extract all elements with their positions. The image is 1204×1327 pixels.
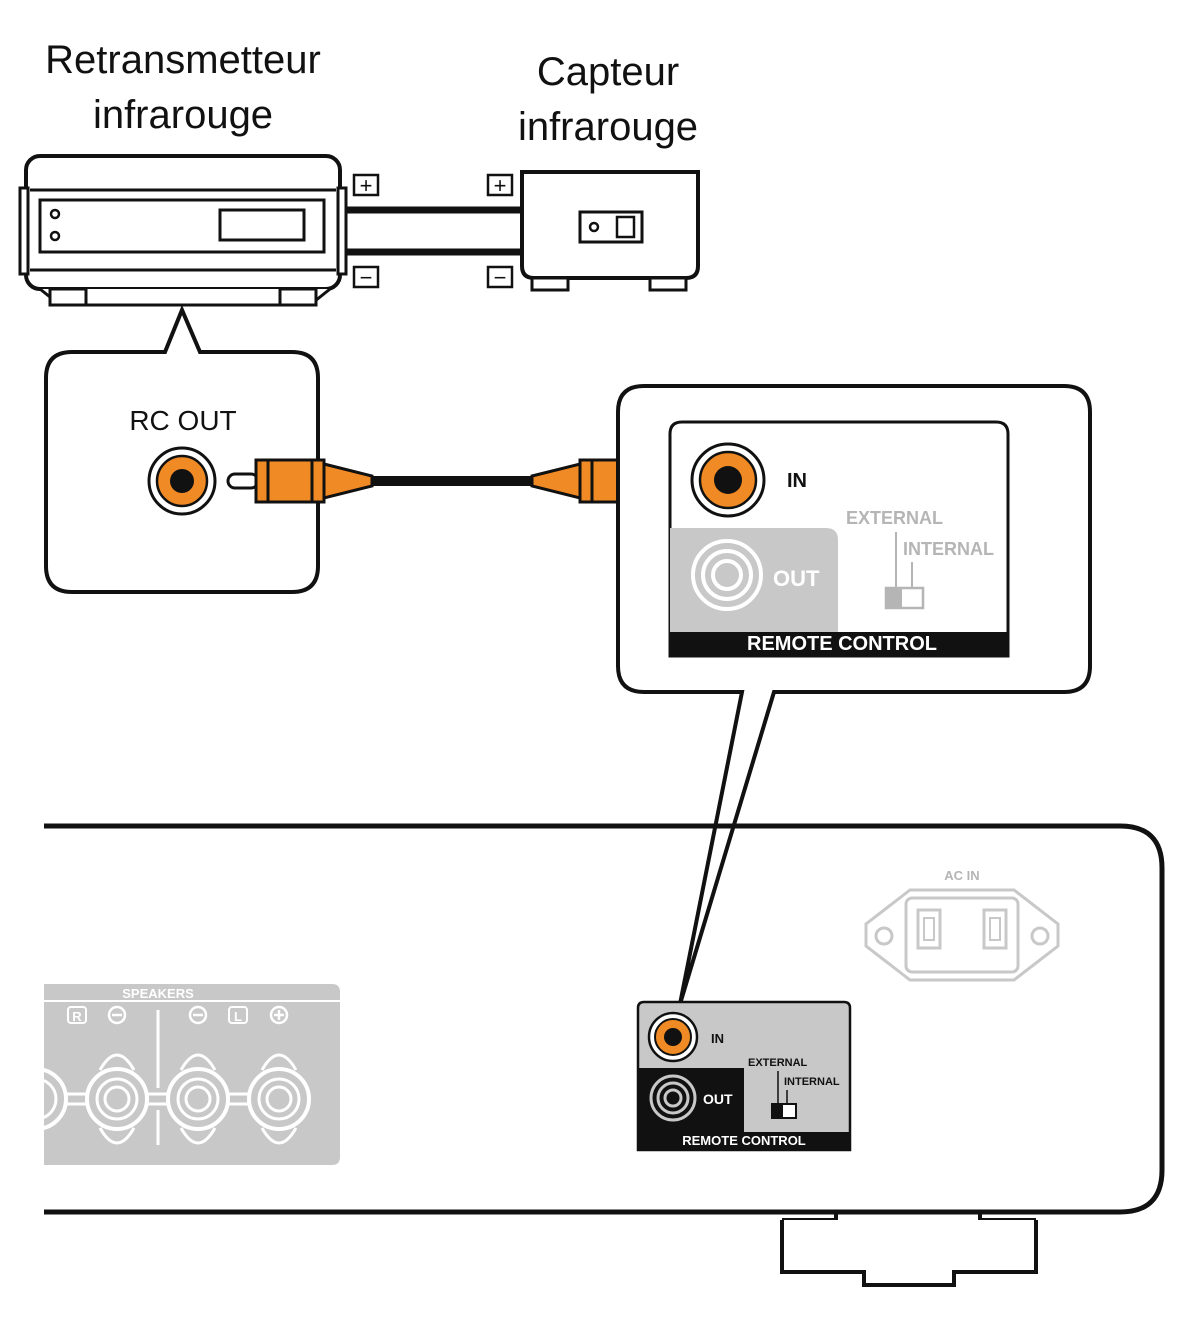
repeater-minus-terminal: − [352, 265, 380, 290]
svg-text:+: + [360, 173, 373, 198]
speakers-label: SPEAKERS [122, 986, 194, 1001]
rear-remote-control-label: REMOTE CONTROL [682, 1133, 806, 1148]
sensor-minus-terminal: − [486, 265, 514, 290]
svg-text:+: + [494, 173, 507, 198]
speaker-l-badge: L [228, 1006, 248, 1024]
speaker-r-badge: R [67, 1006, 87, 1024]
repeater-plus-terminal: + [352, 173, 380, 198]
rc-out-jack [147, 446, 217, 516]
panel-zoom-out-label: OUT [773, 566, 820, 591]
ir-sensor-device [520, 170, 700, 292]
repeater-title-line1: Retransmetteur [45, 38, 321, 82]
ir-repeater-device [18, 154, 348, 307]
ac-inlet: AC IN [864, 868, 1060, 982]
svg-text:L: L [234, 1009, 242, 1024]
repeater-title-line2: infrarouge [93, 93, 273, 137]
sensor-title-line2: infrarouge [518, 105, 698, 149]
remote-control-panel-rear: IN OUT EXTERNAL INTERNAL REMOTE CONTROL [636, 1000, 852, 1152]
panel-zoom-internal-label: INTERNAL [903, 539, 994, 559]
svg-text:−: − [360, 265, 373, 290]
rear-in-label: IN [711, 1031, 724, 1046]
sensor-title-line1: Capteur [537, 50, 679, 94]
rc-out-label: RC OUT [129, 405, 236, 436]
panel-zoom-external-label: EXTERNAL [846, 508, 943, 528]
rca-cable [226, 458, 678, 504]
ac-in-label: AC IN [944, 868, 979, 883]
rear-external-label: EXTERNAL [748, 1057, 808, 1069]
remote-control-panel-zoom: IN OUT EXTERNAL INTERNAL REMOTE CONTROL [668, 420, 1010, 658]
svg-text:−: − [494, 265, 507, 290]
panel-zoom-in-label: IN [787, 470, 807, 492]
speaker-terminals: SPEAKERS R L [0, 984, 340, 1174]
svg-text:R: R [72, 1009, 82, 1024]
rear-out-label: OUT [703, 1091, 733, 1107]
sensor-plus-terminal: + [486, 173, 514, 198]
panel-zoom-remote-control-label: REMOTE CONTROL [747, 633, 937, 655]
amplifier-rear-panel [44, 823, 1165, 1287]
rear-internal-label: INTERNAL [784, 1076, 840, 1088]
